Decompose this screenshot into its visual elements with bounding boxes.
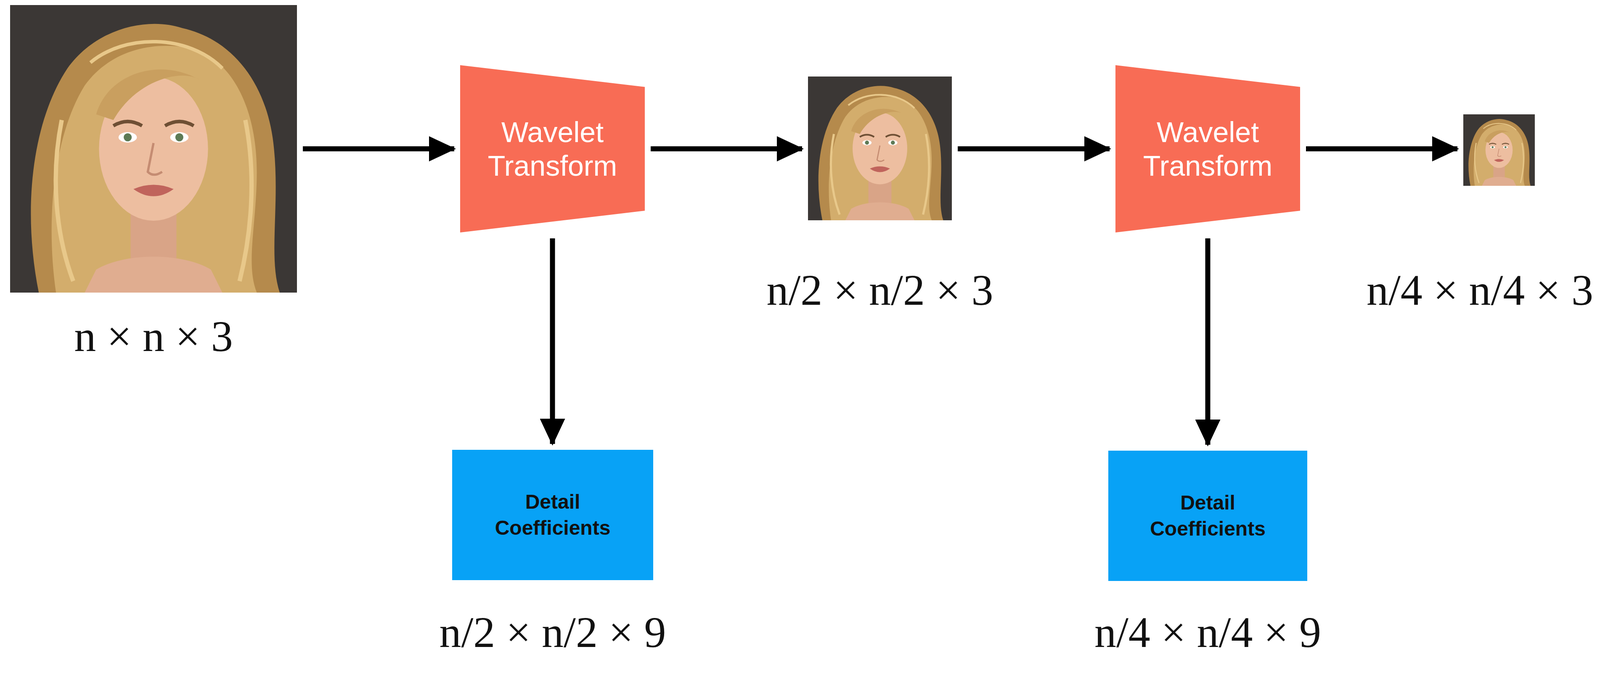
dimension-label: n/2 × n/2 × 3 — [766, 264, 994, 317]
dimension-label: n × n × 3 — [74, 310, 233, 363]
face-photo — [807, 76, 952, 221]
flow-arrow — [550, 238, 556, 445]
image-node: n/4 × n/4 × 3 — [1463, 114, 1535, 186]
block-title: Wavelet Transform — [481, 115, 625, 183]
transform-trapezoid — [460, 65, 645, 233]
coefficient-box: Detail Coefficientsn/4 × n/4 × 9 — [1108, 450, 1308, 582]
block-title: Wavelet Transform — [1136, 115, 1280, 183]
transform-block: Wavelet Transform — [1115, 65, 1301, 233]
text-holder: Wavelet Transform — [1115, 65, 1301, 233]
face-photo — [10, 5, 297, 293]
transform-trapezoid — [1115, 65, 1301, 233]
flow-arrow — [1205, 238, 1211, 446]
face-photo — [1463, 114, 1535, 186]
text-holder: Wavelet Transform — [460, 65, 645, 233]
box-title: Detail Coefficients — [1138, 490, 1278, 543]
text-holder: Detail Coefficients — [1108, 450, 1308, 582]
transform-block: Wavelet Transform — [460, 65, 645, 233]
box-title: Detail Coefficients — [483, 489, 623, 542]
image-node: n × n × 3 — [10, 5, 297, 293]
dimension-label: n/2 × n/2 × 9 — [439, 606, 666, 660]
dimension-label: n/4 × n/4 × 3 — [1366, 264, 1594, 317]
flow-arrow — [1305, 146, 1458, 152]
dimension-label: n/4 × n/4 × 9 — [1094, 606, 1322, 660]
flow-arrow — [957, 146, 1110, 152]
image-node: n/2 × n/2 × 3 — [807, 76, 952, 221]
flow-arrow — [302, 146, 455, 152]
text-holder: Detail Coefficients — [452, 450, 654, 581]
coefficient-box: Detail Coefficientsn/2 × n/2 × 9 — [452, 450, 654, 581]
flow-arrow — [650, 146, 803, 152]
